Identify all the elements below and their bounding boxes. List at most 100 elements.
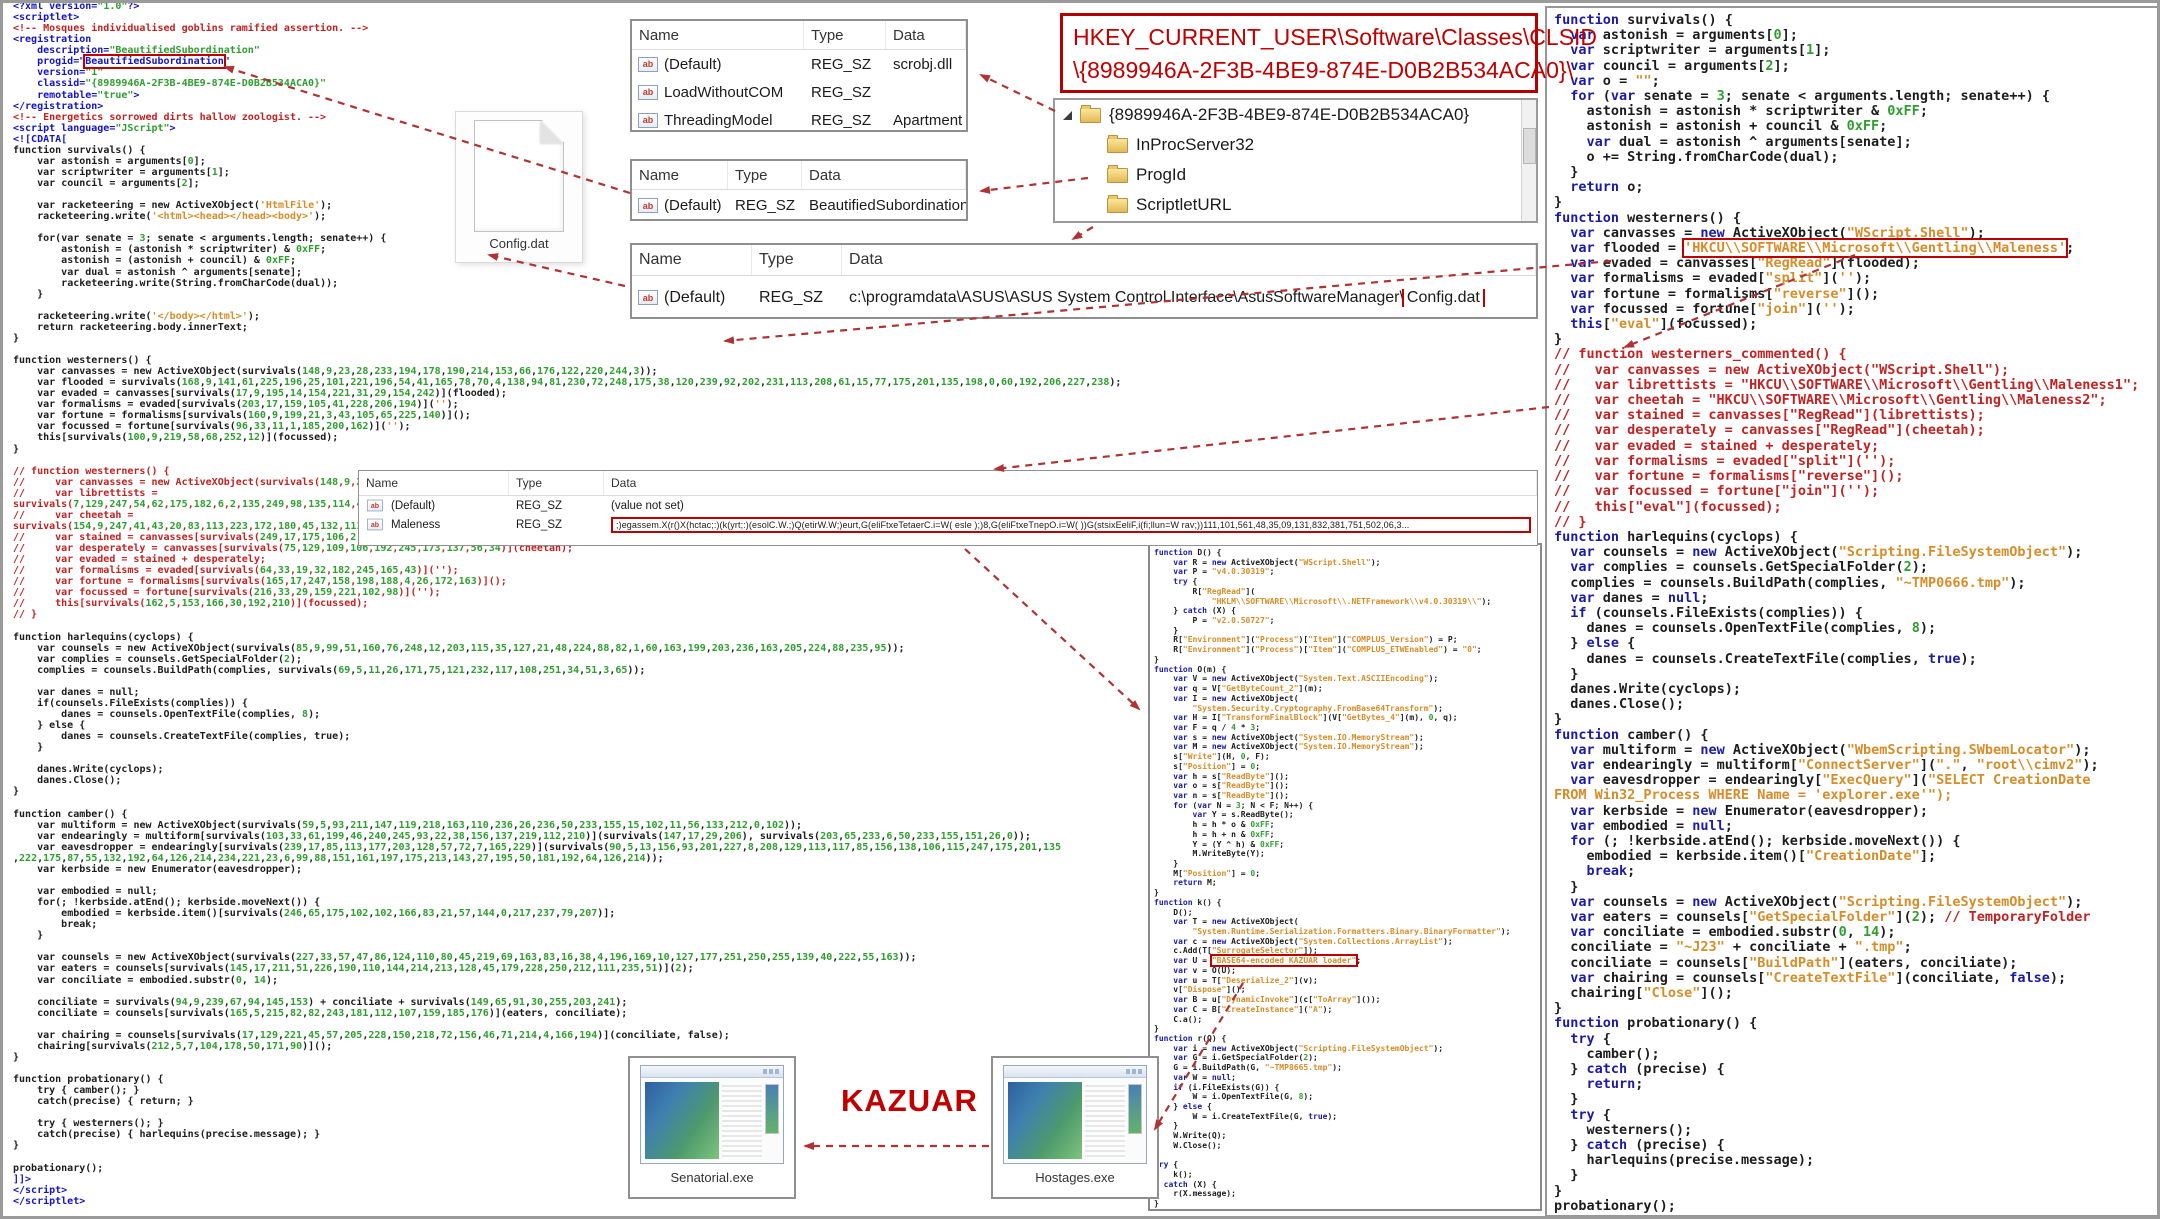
code-line: k(); — [1173, 1170, 1193, 1179]
column-header-type[interactable]: Type — [728, 161, 802, 189]
code-line: for(var senate = 3; senate < arguments.l… — [37, 233, 387, 245]
window-image-pane — [645, 1082, 719, 1159]
code-line: break; — [61, 919, 98, 931]
window-list-pane — [721, 1082, 762, 1159]
code-line: } — [13, 443, 20, 455]
column-header-name[interactable]: Name — [359, 471, 509, 495]
column-header-type[interactable]: Type — [509, 471, 604, 495]
registry-row[interactable]: ab(Default) REG_SZ c:\programdata\ASUS\A… — [632, 276, 1536, 319]
registry-row[interactable]: ab(Default) REG_SZ scrobj.dll — [632, 50, 966, 78]
code-line: } — [1154, 1151, 1540, 1161]
code-line: function harlequins(cyclops) { — [1554, 528, 1798, 545]
window-controls-icon — [1126, 1069, 1144, 1074]
value-name: Maleness — [391, 518, 441, 531]
registry-row[interactable]: ab(Default) REG_SZ BeautifiedSubordinati… — [632, 190, 966, 221]
tree-item-clsid-root[interactable]: {8989946A-2F3B-4BE9-874E-D0B2B534ACA0} — [1055, 100, 1536, 130]
window-preview-strip — [1128, 1084, 1142, 1134]
code-line: // var desperately = canvasses["RegRead"… — [1554, 422, 1985, 439]
code-line: var W = null; — [1173, 1072, 1236, 1082]
code-line: var embodied = null; — [1570, 817, 1733, 834]
code-line: for (var N = 3; N < F; N++) { — [1173, 800, 1314, 810]
code-line: } catch (precise) { — [1554, 1061, 1725, 1078]
code-line: var formalisms = evaded[survivals(203,17… — [37, 399, 459, 411]
code-line: var counsels = new ActiveXObject("Script… — [1570, 893, 2083, 910]
registry-table-header: Name Type Data — [359, 471, 1537, 496]
code-line: <![CDATA[ — [13, 133, 68, 145]
code-line: var eaters = counsels["GetSpecialFolder"… — [1570, 908, 2091, 925]
code-line: var F = q / 4 * 3; — [1173, 722, 1261, 732]
column-header-data[interactable]: Data — [842, 245, 1536, 275]
code-line: catch(precise) { return; } — [37, 1096, 194, 1108]
column-header-data[interactable]: Data — [604, 471, 1537, 495]
code-line: harlequins(precise.message); — [1586, 1152, 1815, 1169]
tree-item-progid[interactable]: ProgId — [1055, 160, 1536, 190]
value-name: (Default) — [664, 288, 726, 306]
code-line: var G = i.GetSpecialFolder(2); — [1173, 1053, 1318, 1063]
code-line — [13, 455, 1147, 466]
registry-values-scriptleturl: Name Type Data ab(Default) REG_SZ c:\pro… — [630, 243, 1538, 319]
code-line: function O(m) { — [1154, 664, 1227, 674]
column-header-type[interactable]: Type — [752, 245, 842, 275]
code-line: } — [13, 742, 44, 754]
config-dat-file[interactable]: Config.dat — [455, 111, 583, 263]
code-line: } — [1154, 1121, 1179, 1131]
code-line: danes = counsels.CreateTextFile(complies… — [61, 731, 351, 743]
code-line: h = h * o & 0xFF; — [1192, 820, 1275, 830]
tree-expander-icon[interactable] — [1063, 110, 1072, 120]
code-line: var chairing = counsels[survivals(17,129… — [37, 1029, 730, 1041]
kazuar-label: KAZUAR — [841, 1083, 978, 1118]
value-data: Apartment — [893, 111, 963, 129]
column-header-name[interactable]: Name — [632, 161, 728, 189]
code-line: } — [13, 930, 44, 942]
code-line: for (var senate = 3; senate < arguments.… — [1570, 88, 2050, 105]
code-line: return; — [1586, 1076, 1644, 1093]
tree-item-inprocserver32[interactable]: InProcServer32 — [1055, 130, 1536, 160]
tree-item-scriptleturl[interactable]: ScriptletURL — [1055, 190, 1536, 220]
code-line: c.Add(T["SurrogateSelector"]); — [1173, 946, 1318, 956]
code-line — [13, 621, 1147, 632]
code-line: var H = I["TransformFinalBlock"](V["GetB… — [1173, 713, 1458, 723]
registry-path-label: HKEY_CURRENT_USER\Software\Classes\CLSID… — [1060, 13, 1597, 93]
code-line: </registration> — [13, 100, 104, 112]
code-line: try { camber(); } — [37, 1085, 140, 1097]
code-line: } — [1554, 1000, 1563, 1017]
code-line: P = "v2.0.50727"; — [1192, 616, 1275, 626]
code-line: h = h + n & 0xFF; — [1192, 829, 1275, 839]
value-name: (Default) — [391, 499, 436, 512]
code-line: function harlequins(cyclops) { — [13, 631, 194, 643]
tree-scrollbar[interactable] — [1521, 100, 1536, 221]
code-line: } — [1154, 625, 1179, 635]
code-line: for(; !kerbside.atEnd(); kerbside.moveNe… — [37, 897, 321, 909]
registry-row[interactable]: ab(Default) REG_SZ (value not set) — [359, 496, 1537, 515]
code-line: } — [13, 332, 20, 344]
code-line: // var formalisms = evaded["split"](''); — [1554, 452, 1896, 469]
senatorial-exe-window: Senatorial.exe — [628, 1056, 796, 1199]
code-line — [13, 1063, 1147, 1074]
tree-item-label: InProcServer32 — [1136, 135, 1255, 154]
code-line: var conciliate = embodied.substr(0, 14); — [37, 974, 278, 986]
code-line: var o = s["ReadByte"](); — [1173, 781, 1289, 791]
code-line: R["Environment"]("Process")["Item"]("COM… — [1173, 635, 1458, 645]
code-line: function survivals() { — [1554, 12, 1733, 28]
code-line: FROM Win32_Process WHERE Name = 'explore… — [1554, 787, 1953, 804]
code-line: chairing["Close"](); — [1570, 985, 1733, 1001]
reg-sz-icon: ab — [638, 290, 658, 305]
column-header-name[interactable]: Name — [632, 245, 752, 275]
code-line: var embodied = null; — [37, 886, 158, 897]
folder-icon — [1107, 134, 1128, 153]
code-line: embodied = kerbside.item()[survivals(246… — [61, 908, 616, 920]
code-line: // var fortune = formalisms[survivals(16… — [13, 576, 507, 588]
code-line: } — [1554, 1167, 1579, 1184]
value-name: ThreadingModel — [664, 111, 773, 129]
code-line — [13, 753, 1147, 764]
column-header-type[interactable]: Type — [804, 21, 886, 49]
code-line: if (i.FileExists(G)) { — [1173, 1082, 1280, 1092]
column-header-name[interactable]: Name — [632, 21, 804, 49]
code-line: var chairing = counsels["CreateTextFile"… — [1570, 969, 2067, 986]
window-image-pane — [1008, 1082, 1082, 1159]
column-header-data[interactable]: Data — [886, 21, 966, 49]
column-header-data[interactable]: Data — [802, 161, 966, 189]
